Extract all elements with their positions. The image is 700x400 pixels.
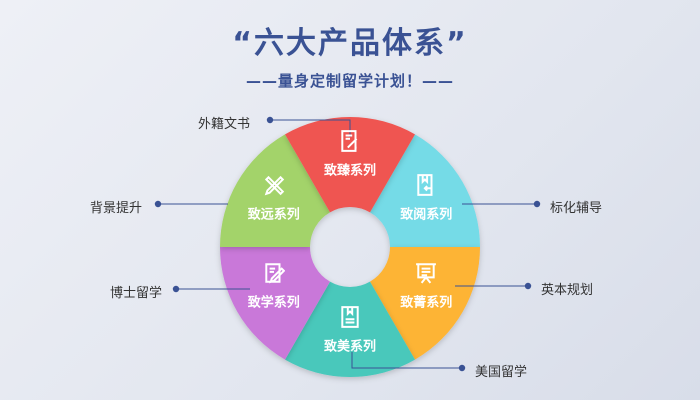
segment-1[interactable]	[370, 134, 480, 247]
book-return-icon	[415, 174, 437, 200]
side-label: 背景提升	[90, 201, 143, 216]
segment-5[interactable]	[220, 134, 330, 247]
connector-dot	[524, 282, 532, 290]
document-edit-icon	[339, 130, 361, 156]
connector-dot	[533, 200, 541, 208]
connector-line	[351, 352, 462, 369]
side-label: 标化辅导	[550, 201, 603, 216]
connector-dot	[172, 285, 180, 293]
segment-label: 致臻系列	[323, 163, 376, 179]
side-label: 外籍文书	[198, 117, 251, 132]
ruler-pencil-icon	[263, 174, 285, 200]
segment-label: 致远系列	[247, 207, 300, 223]
side-label: 博士留学	[110, 286, 163, 301]
bookmark-book-icon	[339, 306, 361, 332]
segment-6[interactable]	[285, 117, 415, 213]
segment-label: 致菁系列	[400, 295, 453, 311]
connector-dot	[154, 200, 162, 208]
segment-label: 致阅系列	[400, 207, 453, 223]
segment-3[interactable]	[285, 281, 415, 377]
edit-note-icon	[263, 262, 286, 288]
segment-4[interactable]	[220, 247, 330, 360]
connector-dot	[266, 116, 274, 124]
page-subtitle: ——量身定制留学计划！——	[245, 72, 454, 90]
side-label: 英本规划	[541, 283, 594, 298]
segment-label: 致美系列	[323, 339, 376, 355]
connector-dot	[458, 364, 466, 372]
page-title: “六大产品体系”	[232, 26, 468, 61]
segment-2[interactable]	[370, 247, 480, 360]
presentation-board-icon	[415, 262, 437, 288]
side-label: 美国留学	[475, 365, 528, 380]
segment-label: 致学系列	[247, 295, 300, 311]
